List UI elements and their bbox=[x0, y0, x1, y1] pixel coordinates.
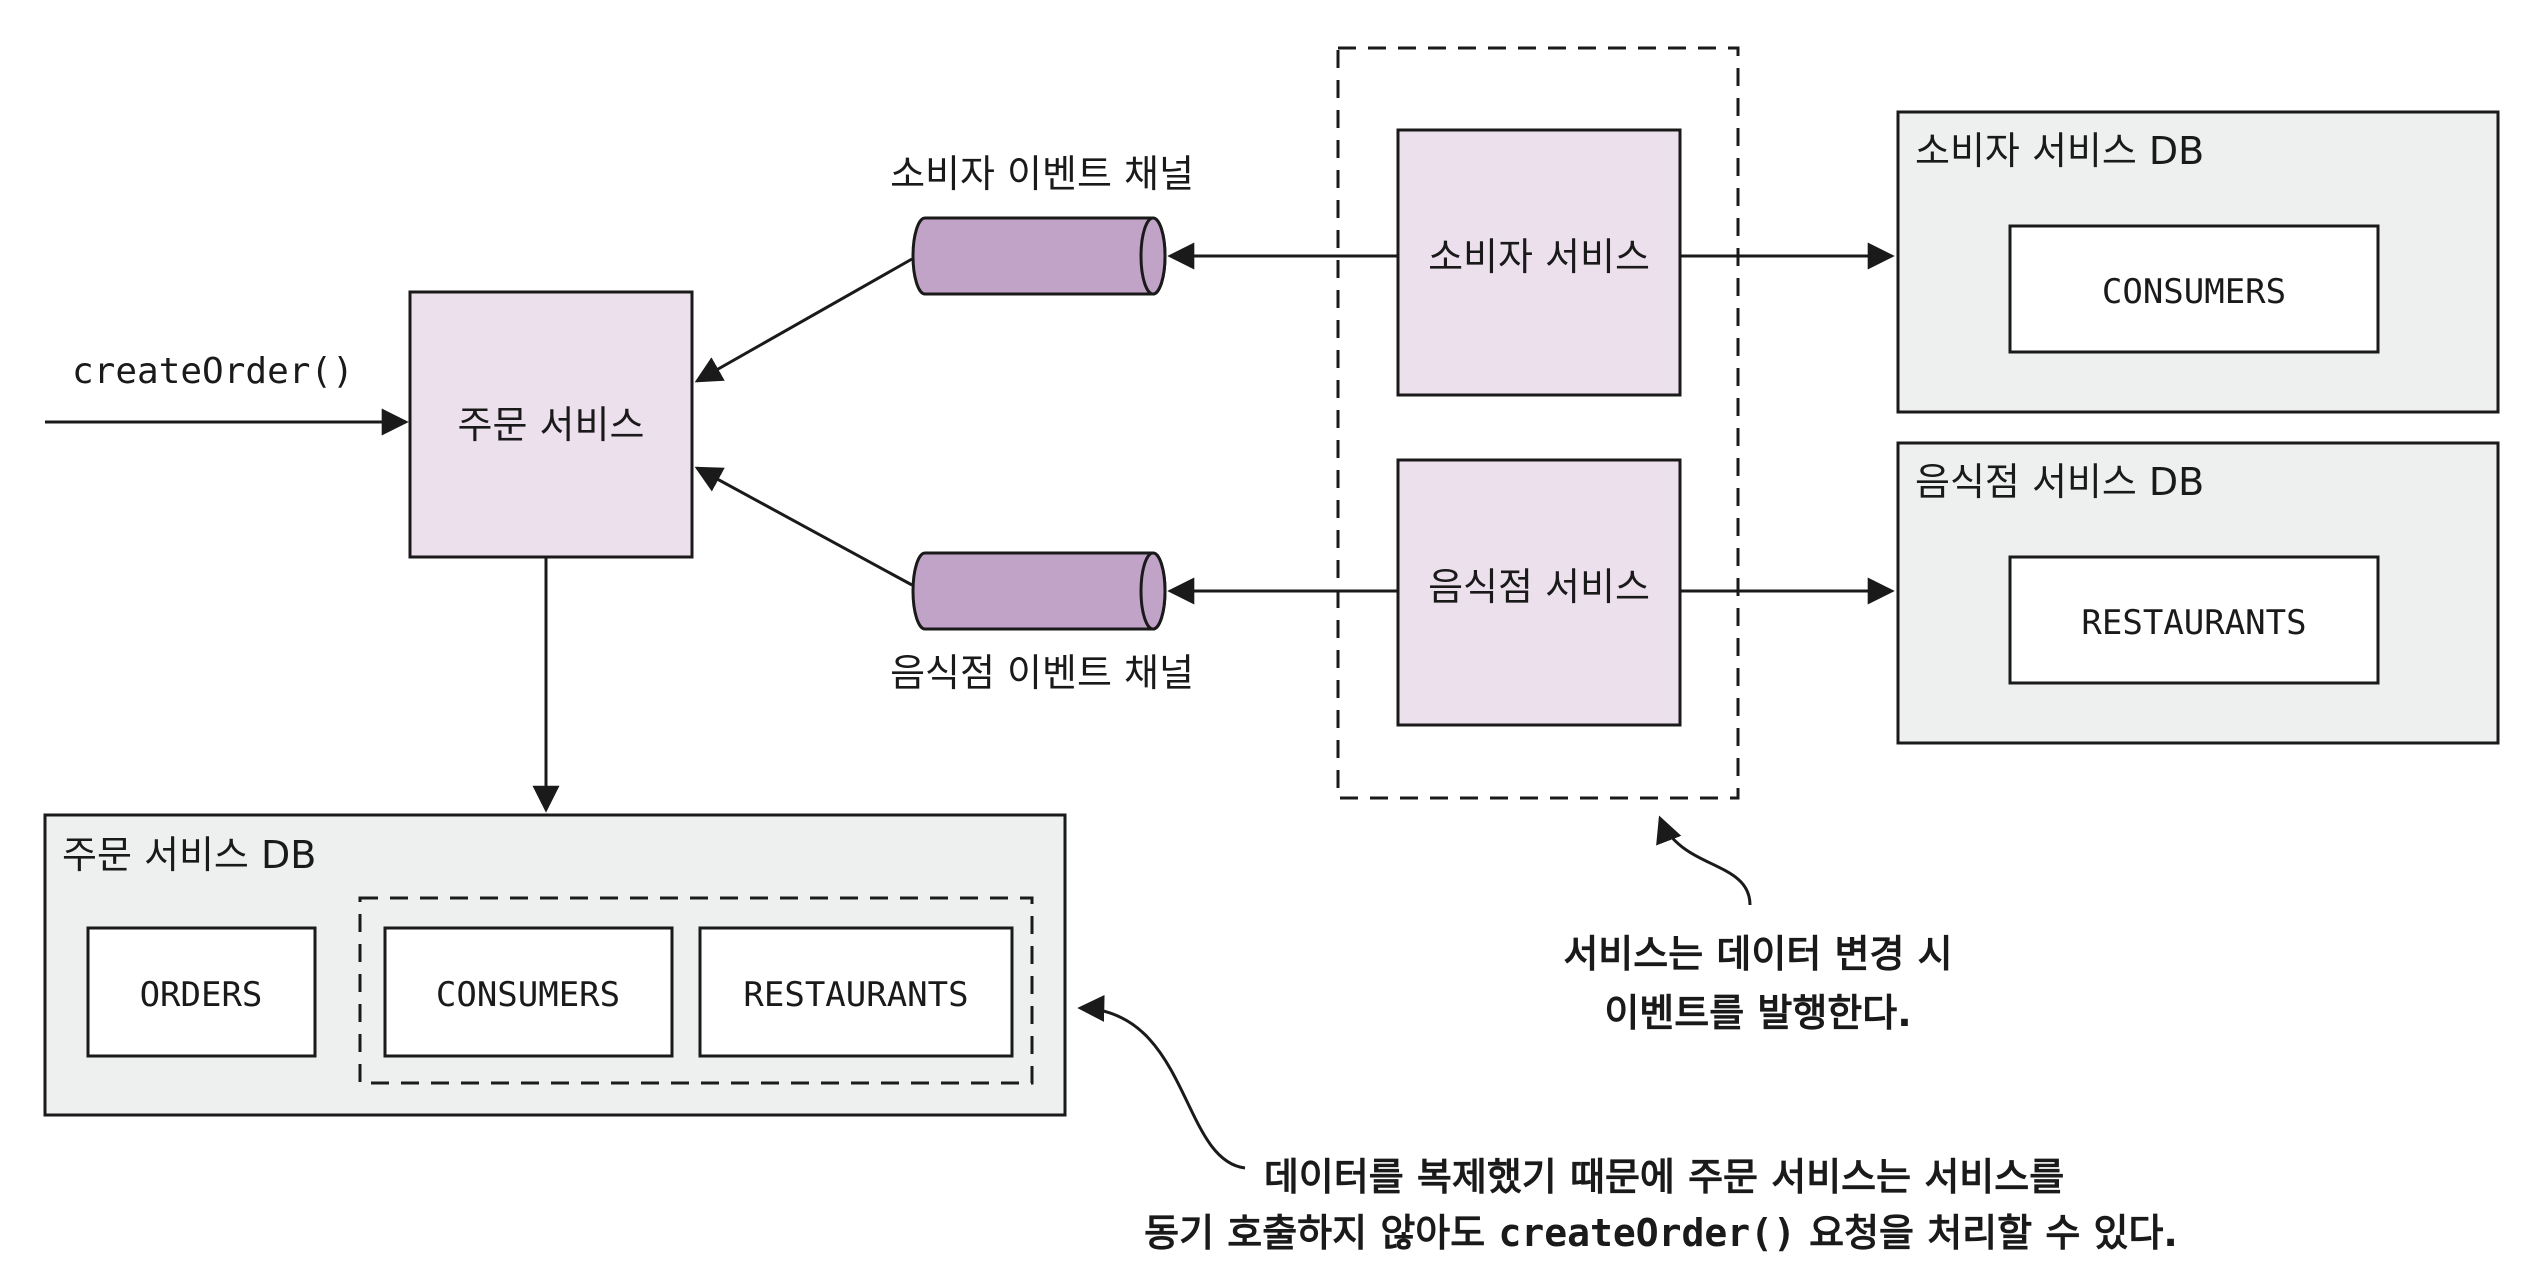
consumer-db-title: 소비자 서비스 DB bbox=[1915, 129, 2204, 173]
replica-consumers-table bbox=[383, 926, 674, 1058]
replica-annotation-line2-code: createOrder() bbox=[1498, 1211, 1795, 1255]
consumer-channel-label: 소비자 이벤트 채널 bbox=[890, 152, 1194, 196]
restaurant-db-title: 음식점 서비스 DB bbox=[1915, 460, 2204, 504]
consumer-event-channel: 소비자 이벤트 채널 bbox=[890, 152, 1194, 296]
publish-annotation-line1: 서비스는 데이터 변경 시 bbox=[1563, 932, 1952, 976]
replica-annotation-arrow bbox=[1077, 994, 1246, 1170]
restaurant-channel-to-order-arrow bbox=[694, 466, 913, 587]
consumer-service: 소비자 서비스 bbox=[1396, 128, 1682, 397]
publish-annotation-line2: 이벤트를 발행한다. bbox=[1604, 991, 1911, 1035]
restaurants-table-label: RESTAURANTS bbox=[2081, 603, 2306, 643]
consumers-table-label: CONSUMERS bbox=[2102, 272, 2286, 312]
replica-annotation-line2: 동기 호출하지 않아도 createOrder() 요청을 처리할 수 있다. bbox=[1144, 1211, 2178, 1255]
consumer-channel-to-order-arrow bbox=[694, 257, 913, 383]
order-db-container: 주문 서비스 DB ORDERS CONSUMERS RESTAURANTS bbox=[43, 813, 1067, 1117]
restaurant-db-container: 음식점 서비스 DB RESTAURANTS bbox=[1896, 441, 2500, 745]
orders-table bbox=[86, 926, 317, 1058]
publish-annotation-arrow bbox=[1656, 815, 1752, 906]
publishing-services-group bbox=[1336, 46, 1740, 800]
consumers-table bbox=[2008, 224, 2380, 354]
restaurant-event-channel: 음식점 이벤트 채널 bbox=[890, 551, 1194, 695]
replica-restaurants-table bbox=[698, 926, 1014, 1058]
replica-annotation-line1: 데이터를 복제했기 때문에 주문 서비스는 서비스를 bbox=[1264, 1155, 2064, 1199]
orders-table-label: ORDERS bbox=[140, 975, 263, 1015]
consumer-db-container: 소비자 서비스 DB CONSUMERS bbox=[1896, 110, 2500, 414]
consumer-service-label: 소비자 서비스 bbox=[1428, 235, 1650, 279]
restaurant-channel-label: 음식점 이벤트 채널 bbox=[890, 651, 1194, 695]
order-db-title: 주문 서비스 DB bbox=[62, 833, 316, 877]
replica-annotation-line2-post: 요청을 처리할 수 있다. bbox=[1796, 1211, 2178, 1255]
create-order-label: createOrder() bbox=[72, 351, 354, 392]
order-service-label: 주문 서비스 bbox=[458, 403, 645, 447]
restaurant-service-label: 음식점 서비스 bbox=[1428, 565, 1650, 609]
restaurant-service: 음식점 서비스 bbox=[1396, 458, 1682, 727]
replica-restaurants-label: RESTAURANTS bbox=[743, 975, 968, 1015]
order-service: 주문 서비스 bbox=[408, 290, 694, 559]
restaurants-table bbox=[2008, 555, 2380, 685]
replicated-tables-group bbox=[358, 896, 1034, 1085]
replica-annotation-line2-pre: 동기 호출하지 않아도 bbox=[1144, 1211, 1498, 1255]
replica-consumers-label: CONSUMERS bbox=[436, 975, 620, 1015]
